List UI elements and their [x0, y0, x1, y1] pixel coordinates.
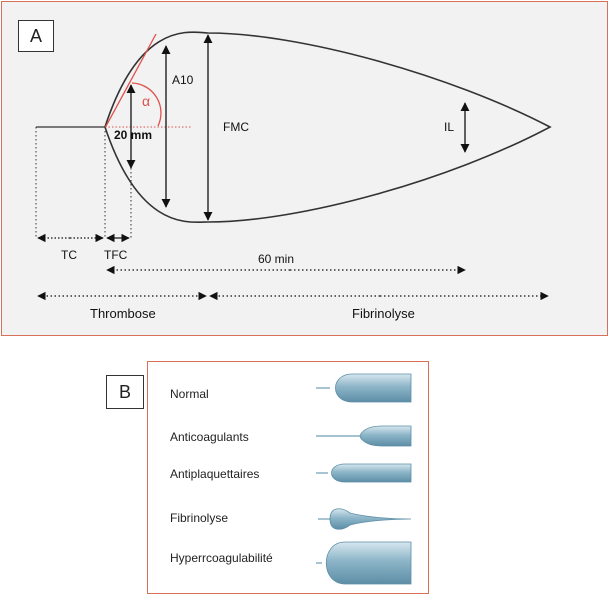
- panel-a-label: A: [18, 20, 54, 52]
- alpha-label: α: [142, 93, 150, 109]
- tangent-line: [104, 33, 157, 129]
- profile-antiplaquettaires-shape: [316, 463, 412, 483]
- profile-normal-label: Normal: [170, 387, 209, 401]
- fibrinolyse-label: Fibrinolyse: [352, 306, 415, 321]
- twenty-mm-label: 20 mm: [114, 128, 152, 142]
- il-label: IL: [444, 120, 454, 134]
- profile-antiplaquettaires-label: Antiplaquettaires: [170, 467, 260, 481]
- profile-hypercoagulabilite-shape: [316, 541, 412, 585]
- profile-normal-shape: [316, 373, 412, 403]
- profile-fibrinolyse-label: Fibrinolyse: [170, 511, 229, 525]
- profile-fibrinolyse-shape: [318, 508, 412, 530]
- tfc-label: TFC: [104, 248, 128, 262]
- a10-label: A10: [172, 73, 194, 87]
- thrombose-label: Thrombose: [90, 306, 156, 321]
- tc-label: TC: [61, 248, 77, 262]
- profile-hypercoagulabilite-label: Hyperrcoagulabilité: [170, 551, 273, 565]
- sixty-min-label: 60 min: [258, 252, 294, 266]
- alpha-angle-arc: [131, 82, 162, 127]
- profile-anticoagulants-shape: [316, 425, 412, 447]
- panel-a-frame: [1, 1, 608, 336]
- profile-anticoagulants-label: Anticoagulants: [170, 430, 249, 444]
- panel-b-label: B: [106, 375, 144, 409]
- fmc-label: FMC: [223, 120, 249, 134]
- tracing-curve: [104, 31, 552, 224]
